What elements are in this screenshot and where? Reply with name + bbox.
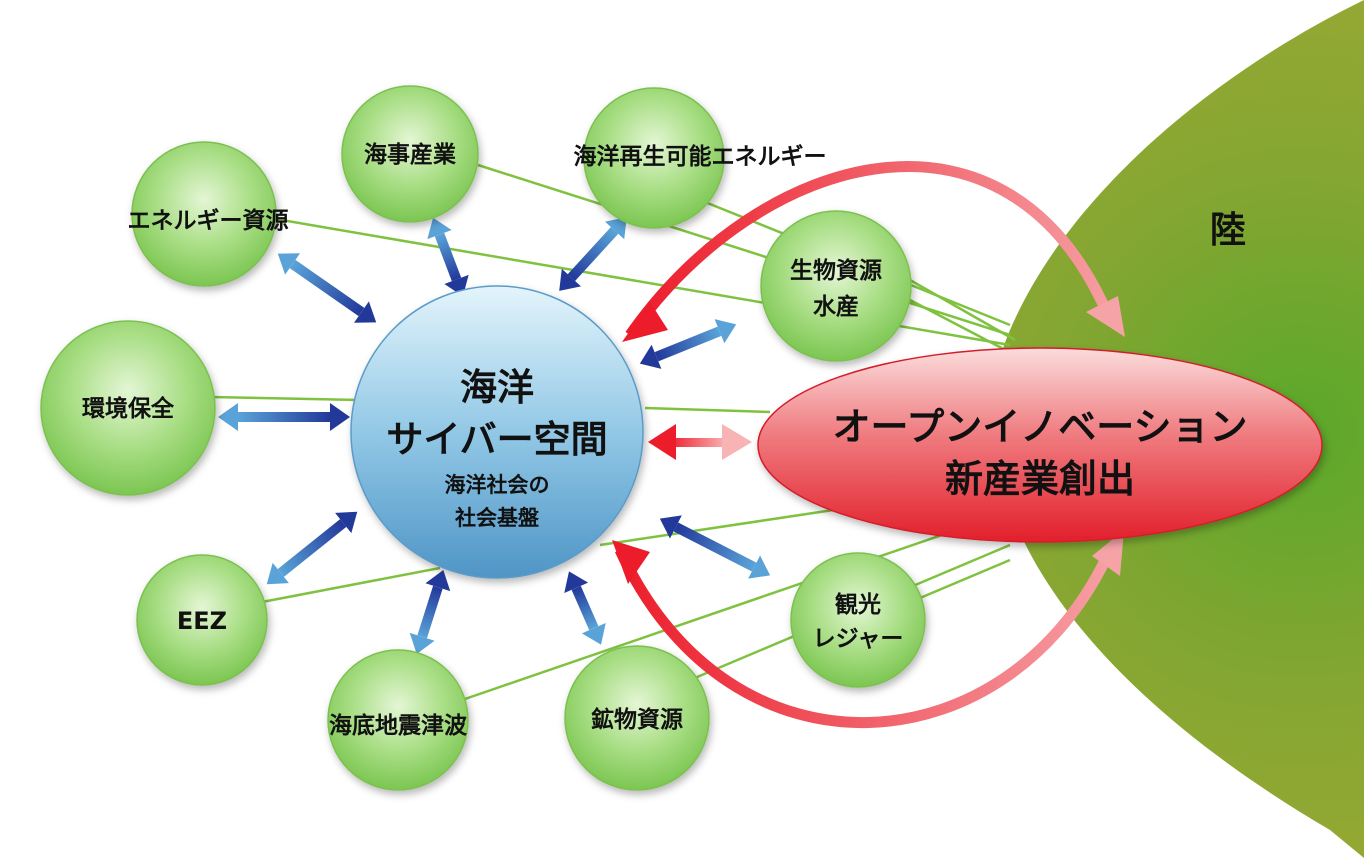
topic-nodes	[40, 85, 926, 791]
node-eez	[136, 554, 268, 686]
blue-double-arrows	[218, 217, 771, 654]
hub-sub-line1: 海洋社会の	[445, 473, 550, 497]
node-minerals	[564, 645, 710, 791]
label-minerals: 鉱物資源	[591, 706, 683, 733]
label-bio-line2: 水産	[813, 293, 859, 320]
node-energy-resources	[131, 141, 277, 287]
label-tourism-line1: 観光	[835, 591, 881, 618]
node-seabed-quake	[327, 649, 469, 791]
hub-sub-line2: 社会基盤	[454, 506, 540, 530]
hub-title-line1: 海洋	[460, 366, 534, 409]
hub-circle	[350, 285, 644, 579]
innovation-ellipse	[757, 347, 1323, 543]
hub-title-line2: サイバー空間	[386, 418, 607, 461]
label-renewable-energy: 海洋再生可能エネルギー	[574, 143, 827, 170]
innovation-line1: オープンイノベーション	[833, 405, 1248, 449]
label-maritime-industry: 海事産業	[364, 141, 457, 168]
land-label: 陸	[1210, 210, 1246, 251]
node-renewable-energy	[583, 87, 725, 229]
label-energy-resources: エネルギー資源	[128, 207, 289, 234]
innovation-line2: 新産業創出	[945, 457, 1135, 501]
red-curved-arrows	[612, 161, 1125, 729]
node-bio-resources	[760, 210, 912, 362]
label-seabed-quake: 海底地震津波	[329, 712, 468, 739]
label-tourism-line2: レジャー	[813, 626, 904, 652]
label-environment: 環境保全	[82, 395, 175, 422]
node-tourism	[790, 552, 926, 688]
node-environment	[40, 320, 216, 496]
label-eez: EEZ	[177, 607, 227, 635]
node-maritime-industry	[341, 85, 479, 223]
label-bio-line1: 生物資源	[790, 257, 882, 284]
